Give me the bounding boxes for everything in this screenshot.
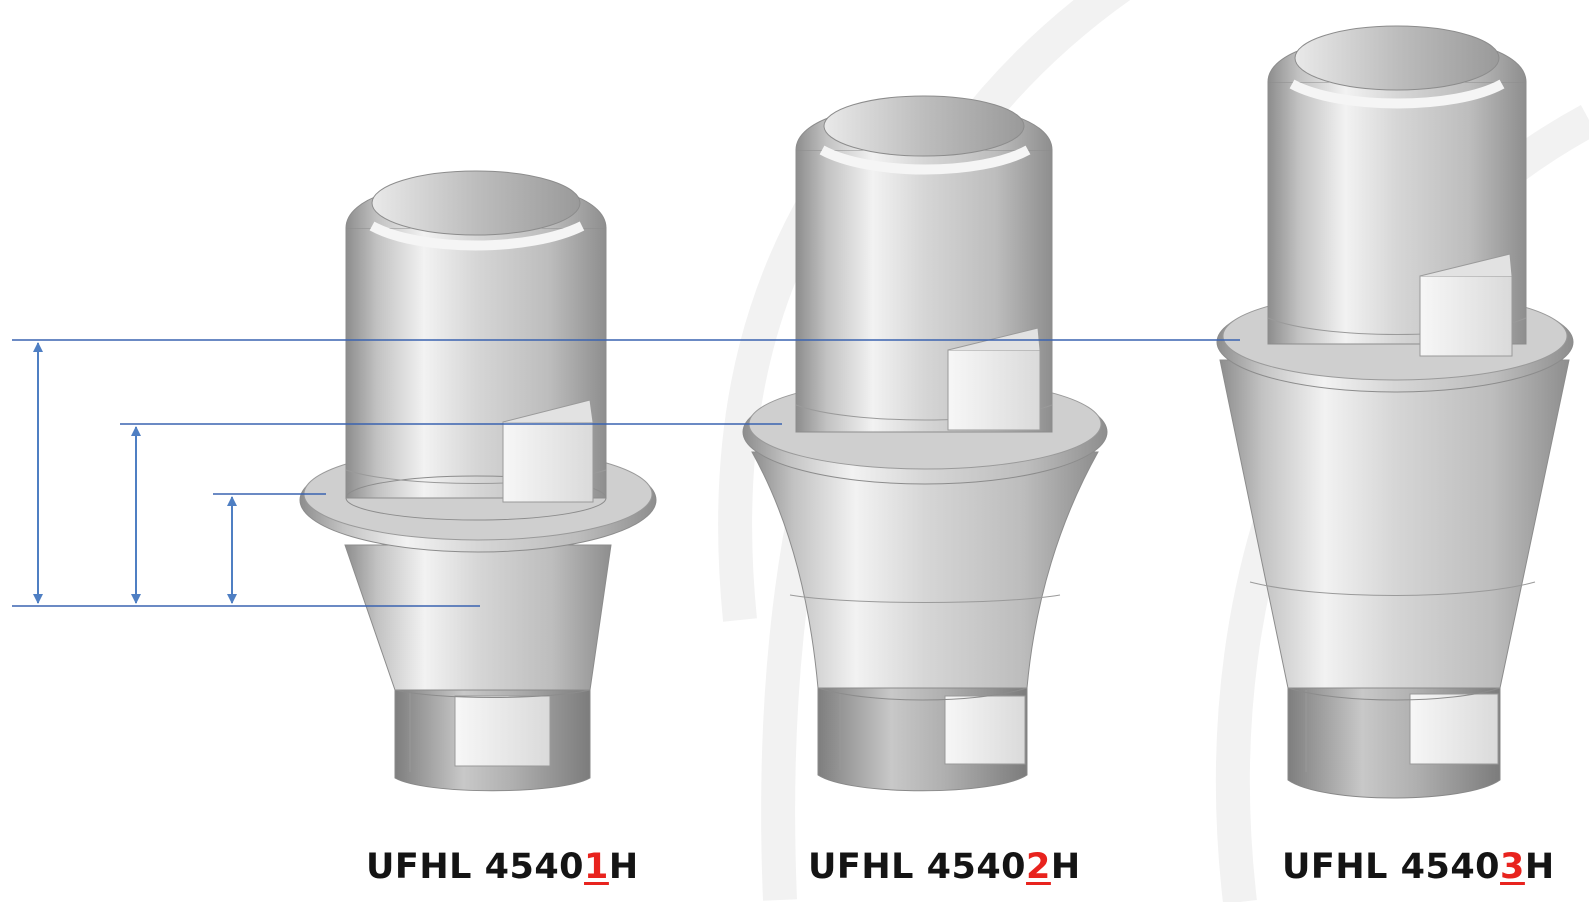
product-code-suffix: H [608,847,639,887]
abutment-2 [742,95,1108,792]
product-code-prefix: UFHL 4540 [1282,847,1501,887]
abutment-1 [299,170,657,792]
product-label-3: UFHL 45403H [1282,842,1555,892]
product-code-variant: 1 [584,847,609,887]
product-code-variant: 2 [1026,847,1051,887]
dimension-lines [12,339,1240,607]
product-code-suffix: H [1050,847,1081,887]
abutment-3 [1216,25,1574,799]
product-label-2: UFHL 45402H [808,842,1081,892]
product-code-suffix: H [1524,847,1555,887]
product-code-prefix: UFHL 4540 [366,847,585,887]
dimension-arrows [33,342,237,604]
product-code-variant: 3 [1500,847,1525,887]
product-label-1: UFHL 45401H [366,842,639,892]
product-code-prefix: UFHL 4540 [808,847,1027,887]
